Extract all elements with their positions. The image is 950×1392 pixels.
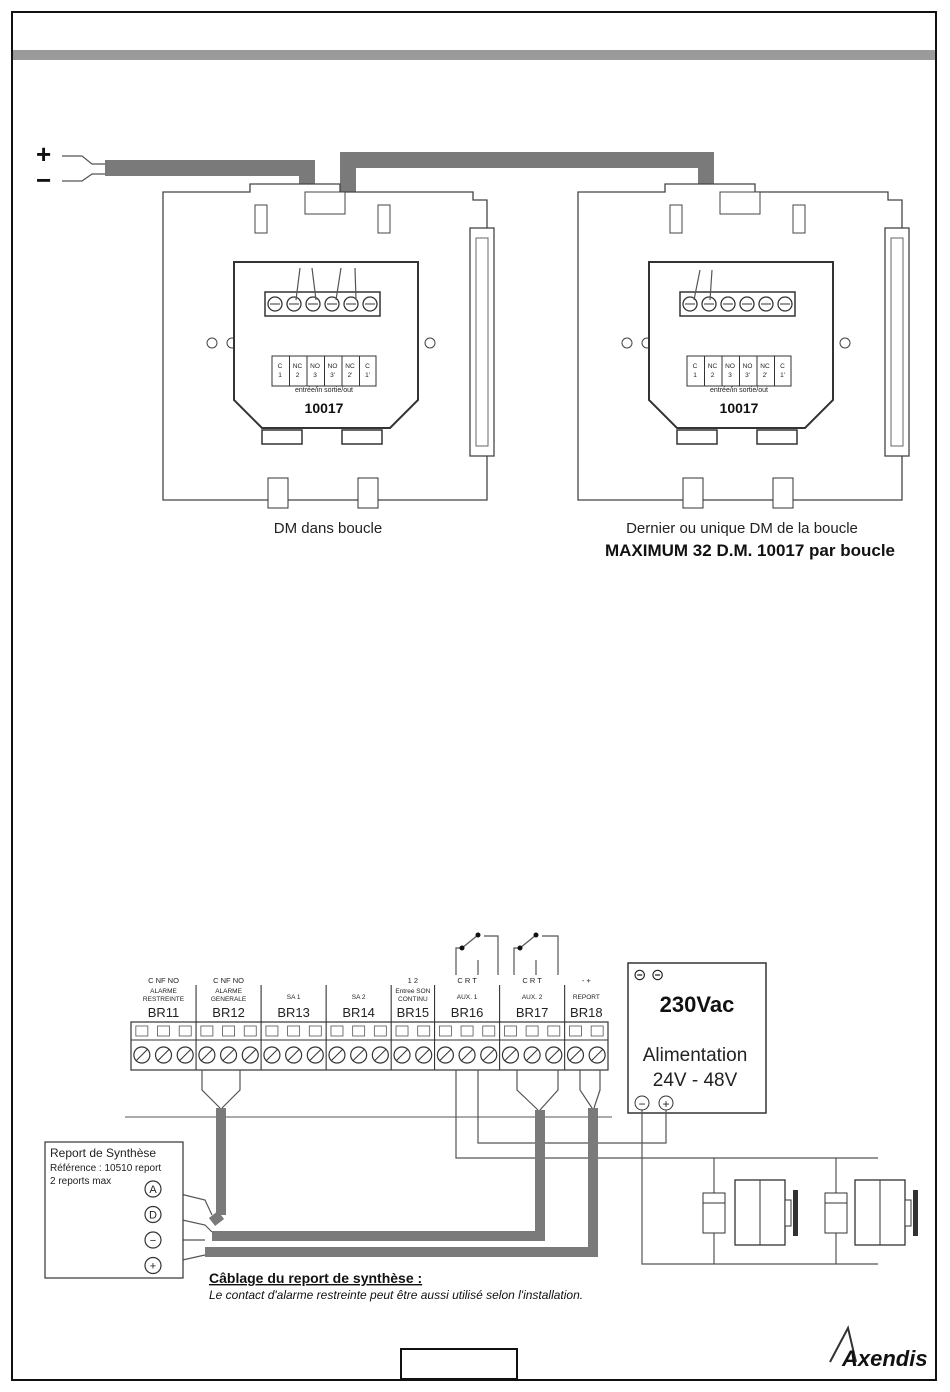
door-holder-1 <box>702 1158 798 1264</box>
terminal-label: NO <box>310 363 320 370</box>
block-id-br18: BR18 <box>570 1005 603 1020</box>
svg-text:entrée/in sortie/out: entrée/in sortie/out <box>710 387 768 394</box>
block-function-label: CONTINU <box>398 996 428 1003</box>
power-output-voltage: 24V - 48V <box>653 1070 738 1091</box>
report-terminal-label: D <box>149 1210 157 1222</box>
power-supply: ⊝ ⊝ 230Vac Alimentation 24V - 48V − + <box>627 962 767 1114</box>
terminal-number: 1 <box>278 372 282 379</box>
block-id-br15: BR15 <box>397 1005 430 1020</box>
report-terminal <box>144 1180 162 1198</box>
block-contacts: C R T <box>457 976 477 985</box>
terminal-label: NO <box>743 363 753 370</box>
terminal-label: NC <box>760 363 770 370</box>
terminal-label: C <box>780 363 785 370</box>
maximum-note: MAXIMUM 32 D.M. 10017 par boucle <box>605 541 895 560</box>
block-id-br17: BR17 <box>516 1005 549 1020</box>
block-function-label: Entree SON <box>395 988 430 995</box>
report-terminal-label: A <box>149 1184 157 1196</box>
report-terminal-label: + <box>150 1261 156 1273</box>
terminal-label: NC <box>293 363 303 370</box>
block-id-br11: BR11 <box>148 1005 180 1020</box>
block-function-label: ALARME <box>150 988 177 995</box>
svg-text:⊝ ⊝: ⊝ ⊝ <box>633 967 664 984</box>
block-function-label: SA 2 <box>352 994 366 1001</box>
wiring-note: Le contact d'alarme restreinte peut être… <box>209 1288 583 1302</box>
block-id-br12: BR12 <box>212 1005 245 1020</box>
block-function-label: REPORT <box>573 994 600 1001</box>
block-contacts: C R T <box>522 976 542 985</box>
terminal-label: NC <box>345 363 355 370</box>
block-function-label: ALARME <box>215 988 242 995</box>
terminal-label: NO <box>328 363 338 370</box>
terminal-label: NC <box>708 363 718 370</box>
terminal-label: C <box>278 363 283 370</box>
block-id-br16: BR16 <box>451 1005 484 1020</box>
terminal-label: C <box>365 363 370 370</box>
detector-1: C 1 NC 2 NO 3 NO 3' NC 2' C 1' entrée/in sortie/out… <box>162 183 495 537</box>
header-band <box>13 50 935 60</box>
terminal-number: 1' <box>365 372 370 379</box>
report-reference: Référence : 10510 report <box>50 1163 161 1174</box>
wiring-title: Câblage du report de synthèse : <box>209 1270 422 1286</box>
block-id-br13: BR13 <box>277 1005 310 1020</box>
report-cables <box>159 1070 601 1266</box>
block-contacts: C NF NO <box>213 976 244 985</box>
plus-sign: + <box>36 139 51 169</box>
terminal-number: 3 <box>313 372 317 379</box>
block-function-label: AUX. 2 <box>522 994 543 1001</box>
terminal-number: 2' <box>348 372 353 379</box>
terminal-number: 1' <box>780 372 785 379</box>
detector-1-number: 10017 <box>305 400 344 416</box>
block-function-label: RESTREINTE <box>143 996 185 1003</box>
terminal-number: 2 <box>711 372 715 379</box>
report-title: Report de Synthèse <box>50 1146 156 1160</box>
terminal-number: 3' <box>330 372 335 379</box>
terminal-number: 3 <box>728 372 732 379</box>
terminal-label: C <box>693 363 698 370</box>
report-box: Report de Synthèse Référence : 10510 rep… <box>44 1141 184 1279</box>
detector-2-number: 10017 <box>720 400 759 416</box>
svg-text:Axendis: Axendis <box>841 1346 928 1371</box>
report-count: 2 reports max <box>50 1176 111 1187</box>
block-id-br14: BR14 <box>342 1005 375 1020</box>
detector-2-caption: Dernier ou unique DM de la boucle <box>626 520 858 537</box>
svg-text:entrée/in sortie/out: entrée/in sortie/out <box>295 387 353 394</box>
report-terminal-label: − <box>150 1235 156 1247</box>
terminal-label: NO <box>725 363 735 370</box>
aux-relay-contacts <box>455 932 559 975</box>
block-function-label: AUX. 1 <box>457 994 478 1001</box>
report-terminal <box>144 1256 162 1275</box>
power-title: Alimentation <box>643 1045 748 1066</box>
terminal-number: 2 <box>296 372 300 379</box>
block-contacts: - + <box>582 976 592 985</box>
axendis-logo: Axendis <box>829 1325 928 1371</box>
block-function-label: SA 1 <box>287 994 301 1001</box>
block-function-label: GENERALE <box>211 996 247 1003</box>
report-terminal <box>144 1205 162 1224</box>
terminal-number: 2' <box>763 372 768 379</box>
detector-1-caption: DM dans boucle <box>274 520 382 537</box>
detector-2: C 1 NC 2 NO 3 NO 3' NC 2' C 1' entrée/in sortie/out… <box>577 183 910 560</box>
minus-sign: − <box>36 165 51 195</box>
report-terminal <box>144 1231 162 1249</box>
terminal-number: 3' <box>745 372 750 379</box>
svg-text:+: + <box>662 1097 669 1111</box>
terminal-number: 1 <box>693 372 697 379</box>
door-holder-2 <box>824 1158 918 1264</box>
svg-text:−: − <box>638 1097 645 1111</box>
block-contacts: 1 2 <box>408 976 418 985</box>
block-contacts: C NF NO <box>148 976 179 985</box>
page-number-box <box>400 1348 518 1380</box>
power-input-voltage: 230Vac <box>660 992 735 1017</box>
